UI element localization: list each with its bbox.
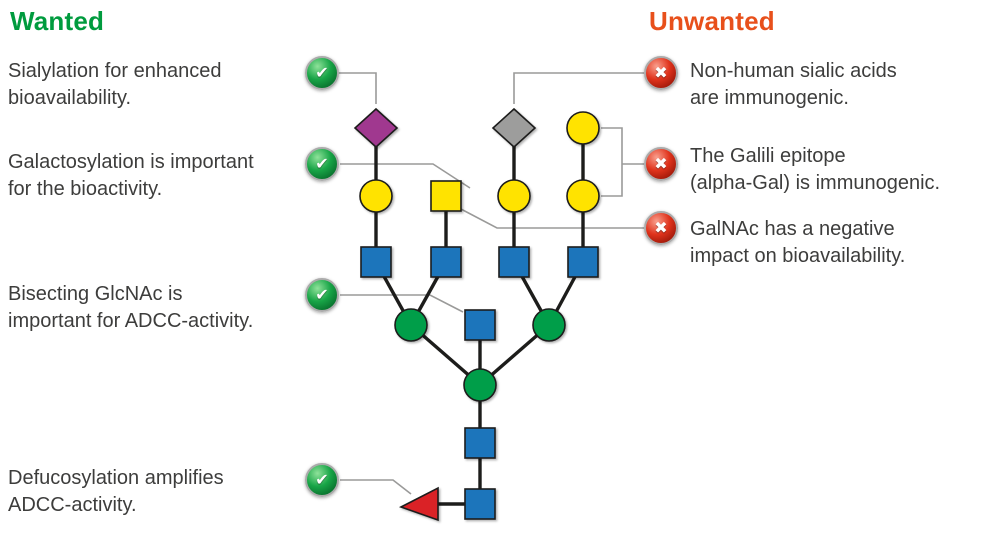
node-galactose — [497, 179, 531, 213]
note-defucosylation: Defucosylation amplifies ADCC-activity. — [8, 465, 308, 519]
check-glyph: ✔ — [315, 62, 329, 82]
note-galactosylation: Galactosylation is important for the bio… — [8, 149, 308, 203]
note-line: ADCC-activity. — [8, 493, 137, 516]
note-line: Sialylation for enhanced — [8, 60, 222, 82]
cross-glyph: ✖ — [654, 62, 668, 82]
node-glcnac-core — [464, 427, 496, 459]
cross-icon: ✖ — [644, 147, 678, 181]
node-glcnac — [567, 246, 599, 278]
node-neu5gc-sialic-acid — [491, 107, 537, 149]
note-line: impact on bioavailability. — [690, 244, 906, 267]
callout-line — [340, 479, 412, 495]
node-glcnac — [498, 246, 530, 278]
callout-line — [340, 163, 471, 189]
callout-line — [601, 127, 623, 197]
note-sialylation: Sialylation for enhanced bioavailability… — [8, 58, 308, 112]
callout-line — [340, 294, 464, 313]
note-galnac: GalNAc has a negative impact on bioavail… — [690, 216, 985, 270]
note-line: Bisecting GlcNAc is — [8, 283, 183, 305]
node-glcnac — [360, 246, 392, 278]
node-fucose — [398, 486, 439, 522]
note-line: are immunogenic. — [690, 86, 849, 109]
note-line: for the bioactivity. — [8, 177, 163, 200]
node-mannose — [532, 308, 566, 342]
unwanted-heading: Unwanted — [649, 6, 775, 36]
note-line: GalNAc has a negative — [690, 218, 895, 240]
callout-line — [513, 72, 644, 104]
callout-line — [458, 207, 644, 229]
node-galactose — [566, 179, 600, 213]
check-icon: ✔ — [305, 56, 339, 90]
wanted-heading: Wanted — [10, 6, 105, 36]
check-glyph: ✔ — [315, 153, 329, 173]
node-bisecting-glcnac — [464, 309, 496, 341]
note-line: Defucosylation amplifies — [8, 467, 224, 489]
node-galactose-alpha-gal — [566, 111, 600, 145]
note-line: important for ADCC-activity. — [8, 309, 254, 332]
node-mannose-core — [463, 368, 497, 402]
cross-glyph: ✖ — [654, 153, 668, 173]
note-line: Galactosylation is important — [8, 151, 254, 173]
node-galactose — [359, 179, 393, 213]
cross-icon: ✖ — [644, 56, 678, 90]
cross-icon: ✖ — [644, 211, 678, 245]
check-icon: ✔ — [305, 463, 339, 497]
note-line: Non-human sialic acids — [690, 60, 897, 82]
node-glcnac-reducing-end — [464, 488, 496, 520]
note-galili-epitope: The Galili epitope (alpha-Gal) is immuno… — [690, 143, 985, 197]
check-icon: ✔ — [305, 278, 339, 312]
check-icon: ✔ — [305, 147, 339, 181]
cross-glyph: ✖ — [654, 217, 668, 237]
note-non-human-sialic: Non-human sialic acids are immunogenic. — [690, 58, 985, 112]
node-mannose — [394, 308, 428, 342]
node-glcnac — [430, 246, 462, 278]
note-line: (alpha-Gal) is immunogenic. — [690, 171, 941, 194]
check-glyph: ✔ — [315, 469, 329, 489]
check-glyph: ✔ — [315, 284, 329, 304]
node-galnac — [430, 180, 462, 212]
note-line: bioavailability. — [8, 86, 132, 109]
note-bisecting-glcnac: Bisecting GlcNAc is important for ADCC-a… — [8, 281, 308, 335]
callout-line — [339, 72, 377, 104]
note-line: The Galili epitope — [690, 145, 846, 167]
node-neu5ac-sialic-acid — [353, 107, 399, 149]
